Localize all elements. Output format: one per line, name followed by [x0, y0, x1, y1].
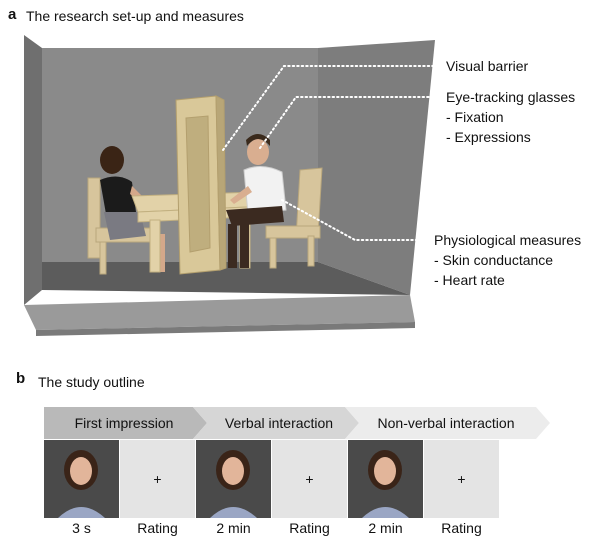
label-3s: 3 s: [72, 520, 91, 536]
callout-visual-barrier: Visual barrier: [446, 58, 529, 74]
rating-plus: +: [457, 471, 466, 487]
face-photo-icon: [348, 440, 423, 518]
rating-plus: +: [153, 471, 162, 487]
callout-eye-tracking: Eye-tracking glasses - Fixation - Expres…: [446, 87, 575, 147]
stage-verbal-interaction: Verbal interaction: [224, 415, 334, 431]
right-person: [226, 134, 287, 268]
stage-nonverbal-interaction: Non-verbal interaction: [377, 415, 515, 431]
panel-b-letter: b: [16, 370, 26, 387]
callout-physiological-title: Physiological measures: [434, 232, 582, 248]
callout-physiological: Physiological measures - Skin conductanc…: [434, 230, 581, 290]
label-rating-1: Rating: [137, 520, 178, 536]
face-photo-1: [44, 440, 119, 518]
rating-cell-2: +: [272, 440, 347, 518]
face-photo-icon: [44, 440, 119, 518]
label-2min-2: 2 min: [368, 520, 403, 536]
right-chair: [265, 167, 323, 269]
face-photo-icon: [196, 440, 271, 518]
label-2min-1: 2 min: [216, 520, 251, 536]
callout-eye-tracking-fixation: - Fixation: [446, 109, 504, 125]
panel-b-title: The study outline: [38, 374, 145, 390]
stage-first-impression: First impression: [74, 415, 174, 431]
face-photo-3: [348, 440, 423, 518]
rating-cell-3: +: [424, 440, 499, 518]
callout-eye-tracking-title: Eye-tracking glasses: [446, 89, 576, 105]
visual-barrier: [175, 95, 227, 275]
label-rating-3: Rating: [441, 520, 482, 536]
callout-physiological-heart: - Heart rate: [434, 272, 505, 288]
face-photo-2: [196, 440, 271, 518]
panel-a-title: The research set-up and measures: [26, 8, 244, 24]
research-setup-illustration: [24, 35, 435, 336]
rating-plus: +: [305, 471, 314, 487]
panel-a-letter: a: [8, 6, 17, 23]
rating-cell-1: +: [120, 440, 195, 518]
callout-eye-tracking-expressions: - Expressions: [446, 129, 531, 145]
callout-physiological-skin: - Skin conductance: [434, 252, 554, 268]
label-rating-2: Rating: [289, 520, 330, 536]
stage-arrows: [44, 407, 550, 439]
